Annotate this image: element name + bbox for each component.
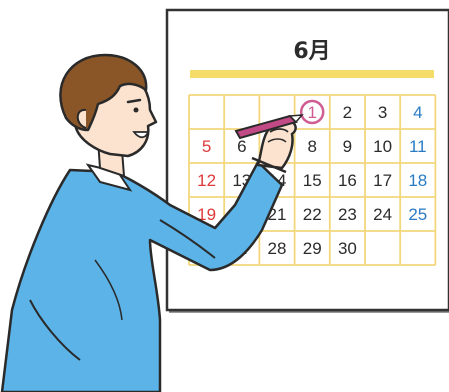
calendar-day: 8 — [307, 137, 316, 156]
calendar-day: 24 — [373, 205, 392, 224]
calendar-day: 15 — [303, 171, 322, 190]
calendar-day: 1 — [307, 103, 316, 122]
calendar-day: 25 — [408, 205, 427, 224]
calendar-day: 23 — [338, 205, 357, 224]
calendar-day: 29 — [303, 239, 322, 258]
man-illustration — [0, 53, 304, 392]
calendar-day: 9 — [343, 137, 352, 156]
calendar-day: 16 — [338, 171, 357, 190]
calendar-day: 18 — [408, 171, 427, 190]
pen-icon — [234, 114, 304, 140]
calendar-day: 17 — [373, 171, 392, 190]
circle-mark — [299, 99, 325, 125]
calendar-day: 28 — [268, 239, 287, 258]
calendar-title-bar — [190, 70, 434, 78]
eye — [133, 107, 139, 113]
calendar-day: 10 — [373, 137, 392, 156]
calendar-day: 2 — [343, 103, 352, 122]
hand — [256, 120, 297, 170]
calendar-day: 6 — [237, 137, 246, 156]
calendar-day: 5 — [202, 137, 211, 156]
calendar-day: 4 — [413, 103, 422, 122]
calendar-day: 12 — [197, 171, 216, 190]
calendar-month-title: 6月 — [293, 39, 330, 64]
calendar-day: 3 — [378, 103, 387, 122]
calendar-day: 22 — [303, 205, 322, 224]
suit-body — [0, 160, 284, 392]
calendar-day: 30 — [338, 239, 357, 258]
calendar-day: 11 — [409, 137, 427, 156]
calendar-day: 19 — [197, 205, 216, 224]
